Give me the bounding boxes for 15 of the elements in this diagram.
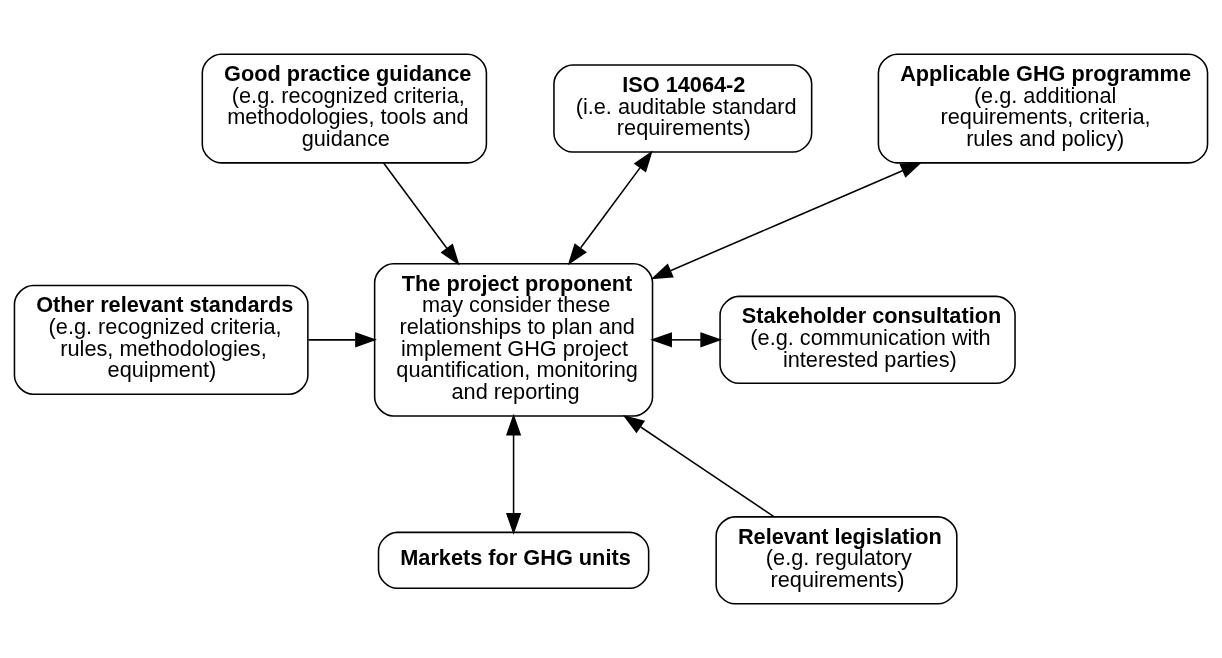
arrow — [650, 162, 923, 280]
node-box: The project proponent may consider these relationships to plan and implement GHG project quantification, monitoring and reporting — [373, 263, 654, 417]
arrow — [382, 162, 460, 266]
node-box: Relevant legislation (e.g. regulatory requirements) — [715, 516, 958, 605]
node-box: Other relevant standards (e.g. recognized criteria, rules, methodologies, equipment) — [13, 284, 309, 395]
node-box: Applicable GHG programme (e.g. additional requirements, criteria, rules and policy) — [877, 53, 1209, 164]
arrow — [622, 414, 775, 518]
arrow — [567, 150, 653, 266]
node-box: Stakeholder consultation (e.g. communication with interested parties) — [719, 295, 1016, 385]
arrow — [505, 413, 522, 535]
arrow — [650, 332, 723, 348]
node-box: Good practice guidance (e.g. recognized criteria, methodologies, tools and guidance — [201, 53, 488, 164]
node-box: ISO 14064-2 (i.e. auditable standard requirements) — [553, 64, 813, 153]
arrow — [307, 332, 377, 348]
node-box: Markets for GHG units — [377, 531, 650, 590]
